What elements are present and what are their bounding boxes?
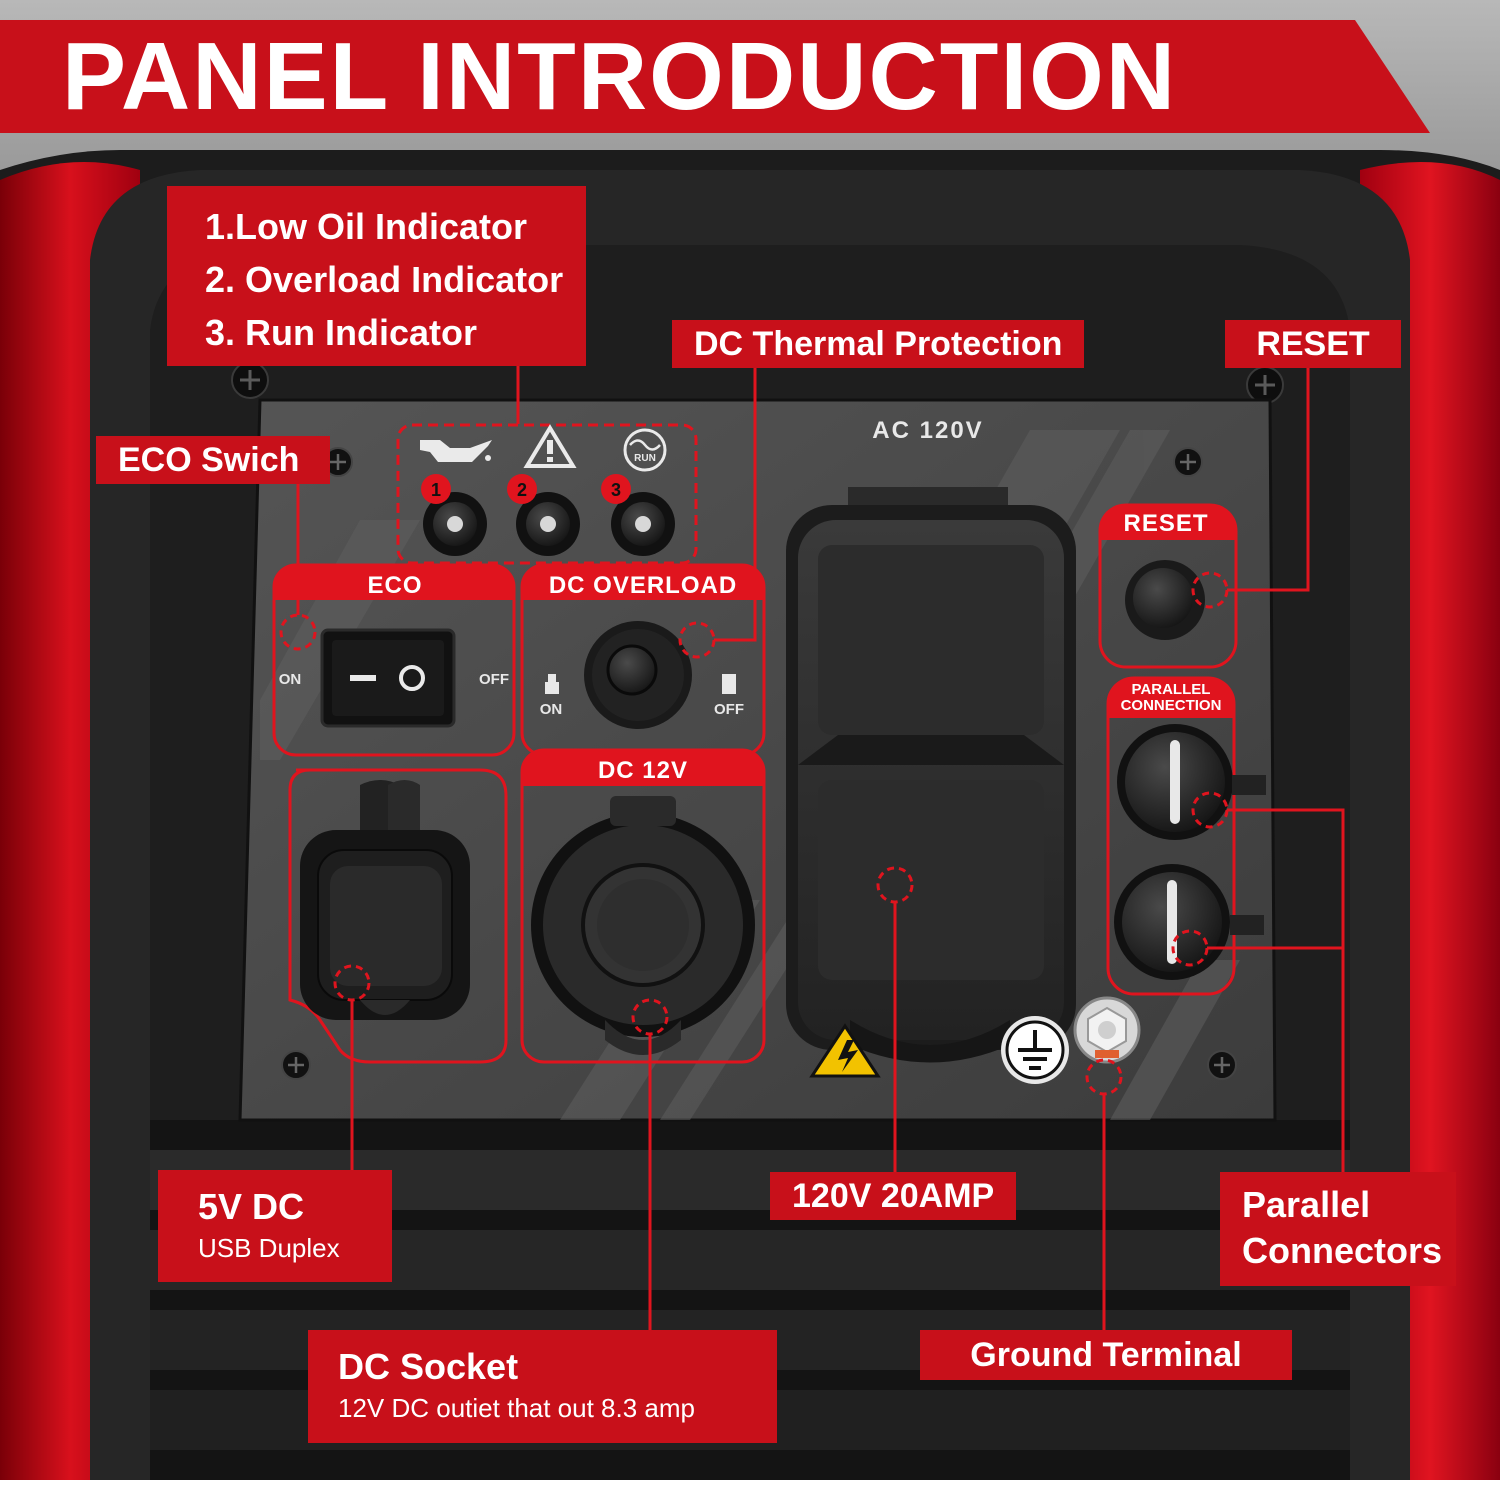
page-title: PANEL INTRODUCTION xyxy=(62,23,1178,130)
ground-symbol-icon xyxy=(1001,1016,1069,1084)
run-indicator-label: 3. Run Indicator xyxy=(205,312,478,353)
parallel-connectors-callout: Parallel Connectors xyxy=(1220,1172,1456,1286)
parallel-line-1: Parallel xyxy=(1242,1184,1371,1225)
reset-callout: RESET xyxy=(1225,320,1401,368)
eco-switch-callout: ECO Swich xyxy=(96,436,330,484)
dc-overload-panel-label: DC OVERLOAD xyxy=(549,572,737,599)
run-icon-text: RUN xyxy=(634,453,656,464)
dc-overload-on-label: ON xyxy=(540,701,563,718)
indicators-callout: 1.Low Oil Indicator 2. Overload Indicato… xyxy=(167,186,586,366)
low-oil-indicator-label: 1.Low Oil Indicator xyxy=(205,206,528,247)
eco-off-label: OFF xyxy=(479,671,509,688)
dc-thermal-protection-callout: DC Thermal Protection xyxy=(672,320,1085,368)
parallel-panel-label-1: PARALLEL xyxy=(1132,681,1211,698)
usb-callout: 5V DC USB Duplex xyxy=(158,1170,392,1282)
dc-socket-callout: DC Socket 12V DC outiet that out 8.3 amp xyxy=(308,1330,777,1443)
dc-socket-title: DC Socket xyxy=(338,1346,519,1387)
eco-panel-label: ECO xyxy=(367,572,422,599)
eco-on-label: ON xyxy=(279,671,302,688)
parallel-panel-label-2: CONNECTION xyxy=(1121,697,1222,714)
indicator-number-2: 2 xyxy=(517,480,527,500)
ac-outlet-callout: 120V 20AMP xyxy=(770,1172,1017,1220)
reset-panel-label: RESET xyxy=(1123,510,1208,537)
indicator-number-3: 3 xyxy=(611,480,621,500)
run-icon xyxy=(623,428,667,472)
ac-voltage-label: AC 120V xyxy=(872,417,983,444)
oil-can-icon xyxy=(420,440,492,462)
usb-subtitle: USB Duplex xyxy=(198,1233,340,1263)
warning-icon xyxy=(523,424,577,468)
overload-indicator-label: 2. Overload Indicator xyxy=(205,259,564,300)
dc-overload-off-label: OFF xyxy=(714,701,744,718)
dc-socket-subtitle: 12V DC outiet that out 8.3 amp xyxy=(338,1393,695,1423)
usb-title: 5V DC xyxy=(198,1186,305,1227)
high-voltage-icon xyxy=(809,1023,881,1078)
ground-terminal-callout: Ground Terminal xyxy=(920,1330,1292,1380)
parallel-line-2: Connectors xyxy=(1242,1230,1443,1271)
dc12-panel-label: DC 12V xyxy=(598,757,688,784)
indicator-number-1: 1 xyxy=(431,480,441,500)
